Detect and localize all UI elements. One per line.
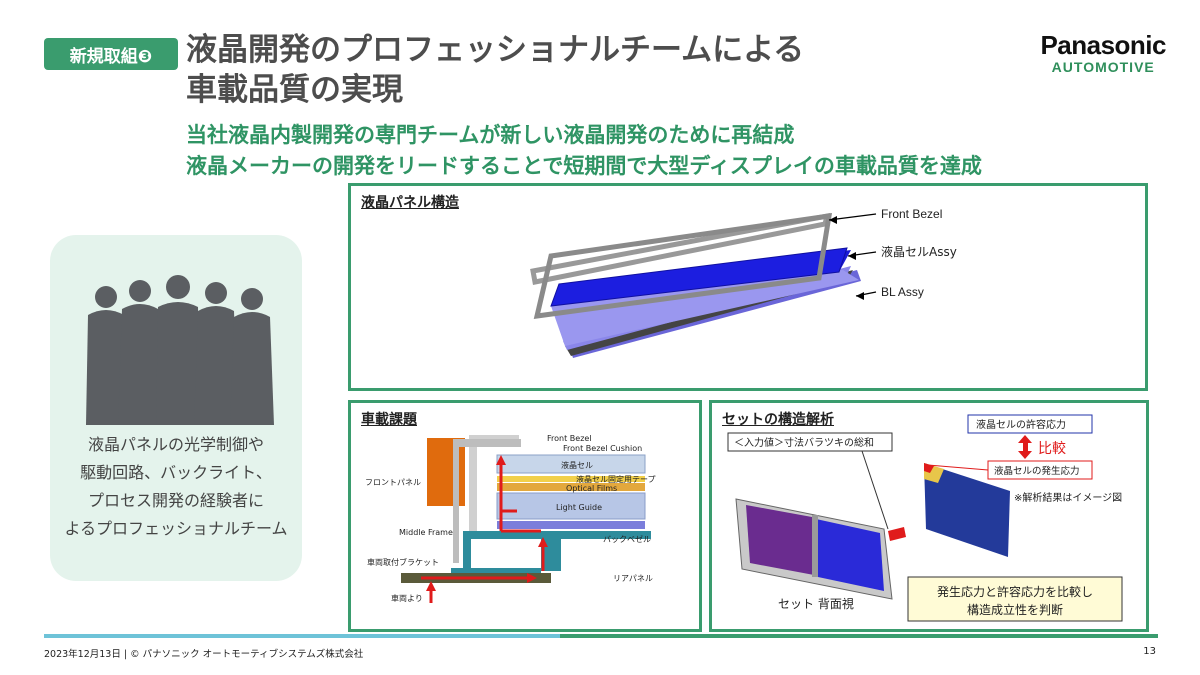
team-silhouette-icon — [86, 275, 274, 425]
conclusion-line-2: 構造成立性を判断 — [967, 602, 1063, 617]
image-note: ※解析結果はイメージ図 — [1014, 491, 1122, 504]
label-front-bezel: Front Bezel — [881, 207, 942, 221]
title-line-1: 液晶開発のプロフェッショナルチームによる — [186, 32, 805, 68]
footer-divider-green — [560, 634, 1158, 638]
label-light-guide: Light Guide — [556, 503, 602, 512]
analysis-arrow — [888, 527, 906, 541]
label-middle-frame: Middle Frame — [399, 528, 453, 537]
arrow-head — [538, 537, 548, 547]
front-panel-shape — [427, 438, 465, 506]
footer-divider-blue — [44, 634, 560, 638]
caption-line: 駆動回路、バックライト、 — [80, 463, 272, 482]
compare-arrow — [1023, 441, 1028, 453]
compare-label: 比較 — [1038, 441, 1066, 457]
panel-structure-box: 液晶パネル構造 Front Bezel 液晶セルAssy BL Assy — [348, 183, 1148, 391]
team-card: 液晶パネルの光学制御や 駆動回路、バックライト、 プロセス開発の経験者に よるプ… — [50, 235, 302, 581]
label-from-vehicle: 車両より — [391, 593, 423, 603]
label-front-bezel: Front Bezel — [547, 434, 592, 443]
label-lc-cell: 液晶セル — [561, 460, 593, 470]
title-line-2: 車載品質の実現 — [186, 72, 403, 108]
page-number: 13 — [1143, 646, 1156, 657]
label-optical-films: Optical Films — [566, 484, 617, 493]
label-bl-assy: BL Assy — [881, 285, 924, 299]
structural-analysis-heading: セットの構造解析 — [722, 412, 834, 428]
arrow-head — [426, 581, 436, 591]
stress-plot-shape — [924, 463, 1010, 557]
bl-arrowhead — [856, 292, 864, 300]
lead-line-1: 当社液晶内製開発の専門チームが新しい液晶開発のために再結成 — [186, 123, 795, 147]
reflector-layer — [497, 521, 645, 529]
input-label-frame — [727, 432, 893, 452]
front-bezel-shape — [530, 212, 831, 285]
compare-arrow-down — [1018, 451, 1032, 459]
allowable-stress-text: 液晶セルの許容応力 — [976, 418, 1066, 431]
structural-analysis-box: セットの構造解析 ＜入力値＞寸法バラツキの総和 セット 背面視 液晶セルの許容応… — [709, 400, 1149, 632]
cell-arrowhead — [848, 252, 856, 260]
tape-layer — [497, 476, 645, 482]
caption-line: よるプロフェッショナルチーム — [64, 519, 288, 538]
company-logo: Panasonic AUTOMOTIVE — [1040, 30, 1166, 75]
panel-exploded-diagram: Front Bezel 液晶セルAssy BL Assy — [530, 207, 957, 358]
cross-section-diagram: Front Bezel Front Bezel Cushion 液晶セル 液晶セ… — [365, 434, 656, 603]
light-guide-layer — [496, 492, 646, 520]
footer-divider — [44, 634, 1158, 638]
front-bezel-ring — [533, 213, 833, 319]
footer-text: 2023年12月13日 | © パナソニック オートモーティブシステムズ株式会社 — [44, 649, 364, 660]
page-title: 液晶開発のプロフェッショナルチームによる 車載品質の実現 — [186, 30, 804, 110]
set-rear-view-label: セット 背面視 — [778, 596, 854, 611]
input-label-text: ＜入力値＞寸法バラツキの総和 — [734, 436, 874, 449]
logo-brand: Panasonic — [1040, 30, 1166, 60]
label-lc-cell-assy: 液晶セルAssy — [881, 244, 957, 259]
bezel-arrowhead — [829, 216, 837, 224]
lc-cell-face — [550, 247, 848, 307]
panel-structure-heading: 液晶パネル構造 — [361, 195, 459, 211]
set-blue-panel — [816, 519, 884, 591]
bl-assy-face — [551, 270, 859, 346]
generated-leader — [927, 464, 989, 471]
optical-films-layer — [497, 483, 645, 491]
lead-text: 当社液晶内製開発の専門チームが新しい液晶開発のために再結成 液晶メーカーの開発を… — [186, 120, 982, 182]
label-cushion: Front Bezel Cushion — [563, 444, 642, 453]
analysis-diagram: ＜入力値＞寸法バラツキの総和 セット 背面視 液晶セルの許容応力 比較 液晶セル… — [727, 414, 1123, 622]
team-caption: 液晶パネルの光学制御や 駆動回路、バックライト、 プロセス開発の経験者に よるプ… — [50, 431, 302, 543]
arrow-head — [527, 573, 537, 583]
caption-line: プロセス開発の経験者に — [87, 491, 264, 510]
lead-line-2: 液晶メーカーの開発をリードすることで短期間で大型ディスプレイの車載品質を達成 — [186, 154, 982, 178]
logo-sub: AUTOMOTIVE — [1051, 59, 1155, 75]
label-rear-panel: リアパネル — [613, 574, 653, 583]
conclusion-box — [907, 576, 1123, 622]
conclusion-line-1: 発生応力と許容応力を比較し — [937, 584, 1093, 599]
label-bracket: 車両取付ブラケット — [367, 557, 439, 567]
allowable-stress-frame — [967, 414, 1093, 434]
label-front-panel: フロントパネル — [365, 478, 421, 487]
generated-stress-text: 液晶セルの発生応力 — [994, 465, 1080, 477]
input-leader — [861, 450, 889, 530]
section-tag: 新規取組❸ — [44, 38, 178, 70]
vehicle-issues-box: 車載課題 F — [348, 400, 702, 632]
back-bezel-shape — [463, 531, 651, 573]
caption-line: 液晶パネルの光学制御や — [87, 435, 264, 454]
set-purple-panel — [746, 505, 814, 575]
vehicle-issues-heading: 車載課題 — [361, 412, 417, 428]
set-rib — [812, 515, 818, 577]
compare-arrow-up — [1018, 435, 1032, 443]
label-tape: 液晶セル固定用テープ — [576, 474, 656, 484]
arrow-head — [496, 455, 506, 465]
label-back-bezel: バックベゼル — [603, 534, 651, 544]
